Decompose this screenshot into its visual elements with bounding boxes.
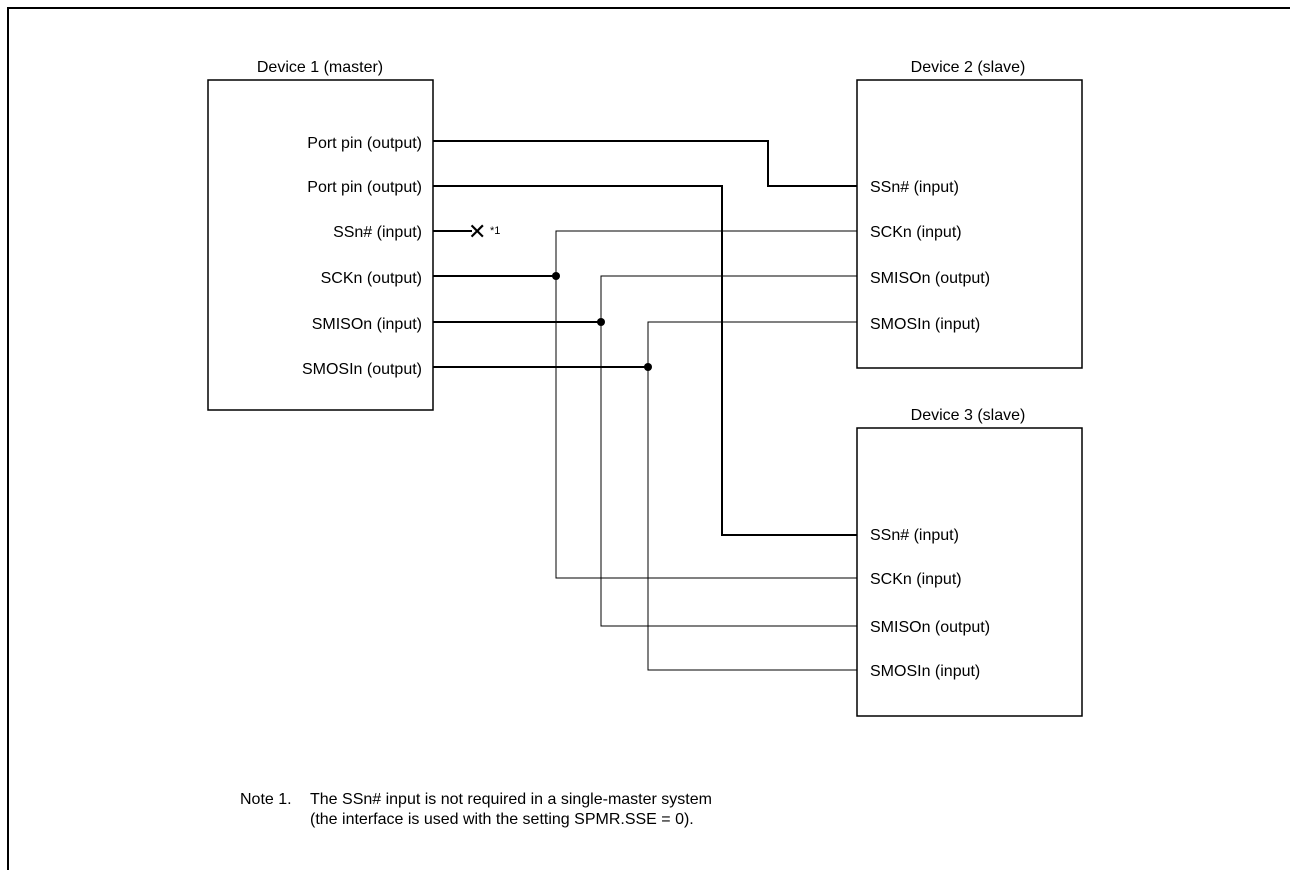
slave3-pin-smosin: SMOSIn (input): [870, 663, 980, 680]
slave3-device-box: [856, 427, 1083, 717]
junction-smison: [597, 318, 605, 326]
wire-smosin-bus: [647, 321, 857, 671]
footnote-ref: *1: [490, 225, 500, 237]
slave3-device-title: Device 3 (slave): [911, 407, 1026, 424]
wire-port1-to-slave2-ssn: [433, 140, 857, 187]
junction-smosin: [644, 363, 652, 371]
slave2-pin-sckn: SCKn (input): [870, 224, 962, 241]
master-pin-smosin: SMOSIn (output): [302, 361, 422, 378]
junction-sckn: [552, 272, 560, 280]
slave3-pin-smison: SMISOn (output): [870, 619, 990, 636]
slave2-pin-smison: SMISOn (output): [870, 270, 990, 287]
slave2-pin-smosin: SMOSIn (input): [870, 316, 980, 333]
slave2-pin-ssn: SSn# (input): [870, 179, 959, 196]
wire-sckn-bus: [555, 230, 857, 579]
master-pin-port-1: Port pin (output): [307, 135, 422, 152]
master-pin-sckn: SCKn (output): [321, 270, 422, 287]
slave2-device-title: Device 2 (slave): [911, 59, 1026, 76]
slave3-pin-sckn: SCKn (input): [870, 571, 962, 588]
master-pin-smison: SMISOn (input): [312, 316, 422, 333]
not-connected-mark: ✕: [468, 220, 486, 245]
footnote-line-1: The SSn# input is not required in a sing…: [310, 791, 712, 808]
master-device-title: Device 1 (master): [257, 59, 383, 76]
wire-port2-to-slave3-ssn: [433, 185, 857, 536]
footnote-line-2: (the interface is used with the setting …: [310, 811, 694, 828]
footnote-label: Note 1.: [240, 791, 292, 808]
slave3-pin-ssn: SSn# (input): [870, 527, 959, 544]
master-pin-ssn: SSn# (input): [333, 224, 422, 241]
figure-frame: [7, 7, 1290, 870]
wire-smison-bus: [600, 275, 857, 627]
master-device-box: [207, 79, 434, 411]
footnote: Note 1. The SSn# input is not required i…: [240, 790, 712, 830]
slave2-device-box: [856, 79, 1083, 369]
master-pin-port-2: Port pin (output): [307, 179, 422, 196]
